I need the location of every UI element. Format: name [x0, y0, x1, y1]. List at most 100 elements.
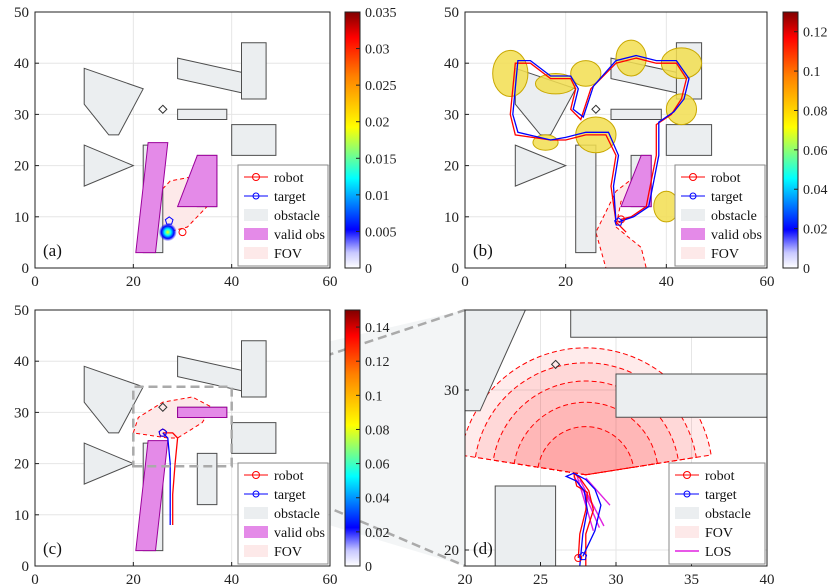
diamond-marker — [158, 402, 168, 412]
obstacle — [665, 124, 713, 156]
target-path — [512, 54, 690, 223]
diamond-marker — [550, 359, 561, 370]
legend-fov-swatch — [681, 247, 705, 259]
legend-label: valid obs — [711, 228, 762, 243]
uncertainty-ellipse — [665, 93, 698, 126]
obstacle — [615, 373, 767, 418]
y-tick-label: 0 — [22, 559, 30, 575]
target-path — [564, 472, 602, 566]
y-tick-label: 40 — [14, 56, 29, 72]
legend-target-marker — [252, 490, 260, 498]
legend-label: target — [711, 190, 743, 205]
obstacle — [83, 144, 135, 187]
obstacle — [241, 42, 267, 100]
x-tick-label: 40 — [224, 274, 239, 290]
robot-marker — [178, 228, 187, 237]
uncertainty-ellipse — [492, 49, 529, 97]
colorbar — [344, 11, 361, 269]
colorbar-tick-label: 0.02 — [365, 526, 390, 541]
legend-label: FOV — [274, 545, 302, 560]
legend-label: valid obs — [274, 228, 325, 243]
colorbar — [782, 11, 799, 269]
colorbar-tick-label: 0.02 — [803, 223, 828, 238]
legend-valid-swatch — [244, 228, 268, 240]
legend-label: obstacle — [274, 507, 320, 522]
x-tick-label: 0 — [31, 274, 39, 290]
robot-path — [509, 57, 688, 233]
y-tick-label: 50 — [14, 303, 29, 319]
obstacle — [465, 310, 526, 412]
y-tick-label: 10 — [444, 210, 459, 226]
legend-label: LOS — [705, 545, 731, 560]
obstacle — [83, 442, 135, 485]
legend-obstacle-swatch — [244, 507, 268, 519]
legend-valid-swatch — [244, 526, 268, 538]
x-tick-label: 30 — [609, 572, 624, 586]
y-tick-label: 30 — [444, 107, 459, 123]
legend-fov-swatch — [244, 247, 268, 259]
colorbar-tick-label: 0.12 — [803, 26, 828, 41]
obstacle — [196, 452, 218, 506]
belief-peak — [158, 223, 177, 242]
legend-label: target — [274, 190, 306, 205]
colorbar-tick-label: 0.1 — [365, 389, 383, 404]
y-tick-label: 20 — [14, 457, 29, 473]
obstacle — [494, 485, 557, 566]
obstacle — [231, 124, 277, 156]
valid-obstacle — [177, 406, 228, 418]
target-marker — [578, 551, 588, 561]
robot-path — [162, 432, 179, 525]
diamond-marker — [158, 104, 168, 114]
x-tick-label: 20 — [558, 274, 573, 290]
legend-label: FOV — [705, 526, 733, 541]
y-tick-label: 10 — [14, 508, 29, 524]
zoom-connector-top — [231, 308, 466, 388]
robot-marker — [574, 554, 583, 562]
legend-label: target — [274, 488, 306, 503]
colorbar-tick-label: 0.04 — [365, 492, 390, 507]
legend-fov-swatch — [244, 545, 268, 557]
uncertainty-ellipse — [570, 60, 602, 87]
y-tick-label: 20 — [444, 159, 459, 175]
obstacle — [514, 144, 568, 187]
diamond-marker — [591, 104, 601, 114]
robot-marker — [617, 215, 626, 224]
legend-target-marker — [252, 192, 260, 200]
colorbar-tick-label: 0 — [365, 262, 372, 277]
colorbar-tick-label: 0.03 — [365, 43, 390, 58]
obstacle — [177, 108, 228, 120]
obstacle — [83, 365, 144, 434]
legend-target-marker — [689, 192, 697, 200]
colorbar-tick-label: 0.08 — [365, 423, 390, 438]
legend-label: obstacle — [705, 507, 751, 522]
target-marker — [614, 217, 623, 226]
target-marker — [158, 428, 168, 437]
legend-robot-marker — [252, 173, 260, 181]
panel-label: (d) — [473, 539, 493, 558]
valid-obstacle — [135, 142, 169, 254]
y-tick-label: 50 — [444, 5, 459, 21]
legend-obstacle-swatch — [681, 209, 705, 221]
y-tick-label: 30 — [14, 107, 29, 123]
colorbar-tick-label: 0.04 — [803, 183, 828, 198]
legend-valid-swatch — [681, 228, 705, 240]
x-tick-label: 60 — [323, 274, 338, 290]
legend-label: robot — [274, 171, 304, 186]
x-tick-label: 20 — [126, 274, 141, 290]
x-tick-label: 0 — [31, 572, 39, 586]
uncertainty-ellipse — [615, 39, 647, 77]
y-tick-label: 20 — [14, 159, 29, 175]
y-tick-label: 40 — [444, 56, 459, 72]
target-path — [162, 432, 171, 525]
legend-label: FOV — [274, 247, 302, 262]
colorbar-tick-label: 0 — [365, 560, 372, 575]
legend-label: robot — [711, 171, 741, 186]
colorbar-tick-label: 0.06 — [803, 144, 828, 159]
legend-robot-marker — [252, 471, 260, 479]
obstacle — [231, 422, 277, 454]
colorbar-tick-label: 0.14 — [365, 321, 390, 336]
x-tick-label: 0 — [461, 274, 469, 290]
los-line — [585, 477, 611, 506]
